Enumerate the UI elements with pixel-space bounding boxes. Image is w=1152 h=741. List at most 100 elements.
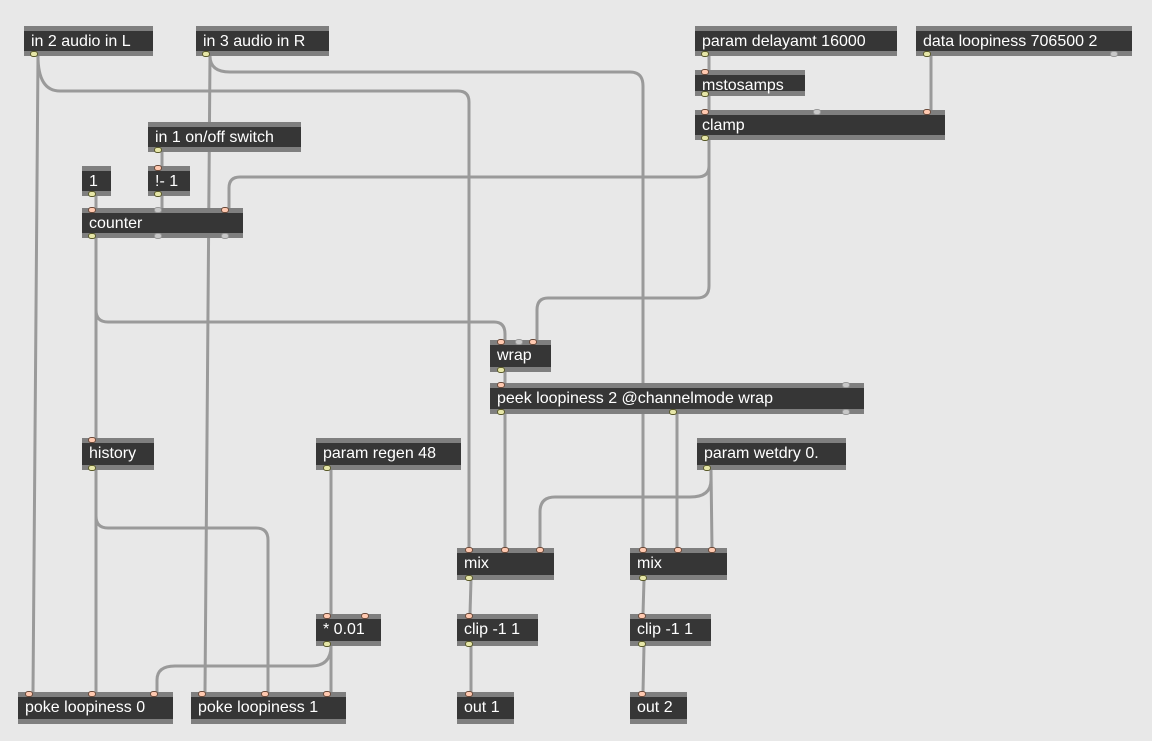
inlet-port[interactable] xyxy=(529,339,537,345)
cord-wetdry-to-mix1[interactable] xyxy=(538,468,713,550)
object-label: counter xyxy=(89,215,143,232)
constant-1[interactable]: 1 xyxy=(82,166,111,197)
data-loopiness[interactable]: data loopiness 706500 2 xyxy=(916,26,1132,57)
inlet-port[interactable] xyxy=(674,547,682,553)
outlet-port[interactable] xyxy=(30,51,38,57)
clip-right[interactable]: clip -1 1 xyxy=(630,613,711,647)
outlet-port[interactable] xyxy=(202,51,210,57)
outlet-port[interactable] xyxy=(639,575,647,581)
mstosamps-object[interactable]: mstosamps xyxy=(695,69,805,97)
outlet-port[interactable] xyxy=(638,641,646,647)
not-minus-1[interactable]: !- 1 xyxy=(148,165,190,197)
inlet-port[interactable] xyxy=(701,109,709,115)
inlet-port[interactable] xyxy=(221,207,229,213)
inlet-in3-audio-r[interactable]: in 3 audio in R xyxy=(196,26,329,57)
inlet-port[interactable] xyxy=(88,207,96,213)
inlet-port[interactable] xyxy=(638,613,646,619)
cord-in3-to-poke1[interactable] xyxy=(203,54,212,694)
inlet-in1-onoff-switch[interactable]: in 1 on/off switch xyxy=(148,122,301,153)
poke-loopiness-0[interactable]: poke loopiness 0 xyxy=(18,691,173,724)
outlet-port[interactable] xyxy=(154,233,162,239)
cord-counter-to-wrap[interactable] xyxy=(94,236,507,342)
inlet-port[interactable] xyxy=(88,691,96,697)
outlet-port[interactable] xyxy=(323,641,331,647)
outlet-port[interactable] xyxy=(701,91,709,97)
object-label: history xyxy=(89,445,137,462)
outlet-out-2[interactable]: out 2 xyxy=(630,691,687,724)
cord-times-to-poke0[interactable] xyxy=(155,644,333,694)
outlet-port[interactable] xyxy=(465,641,473,647)
object-top-border xyxy=(82,438,154,443)
mix-right[interactable]: mix xyxy=(630,547,727,581)
cord-wetdry-to-mix2[interactable] xyxy=(709,468,714,550)
cord-mix1-to-clip1[interactable] xyxy=(468,578,473,616)
cord-clip2-to-out2[interactable] xyxy=(641,644,646,694)
outlet-port[interactable] xyxy=(88,233,96,239)
cord-mix2-to-clip2[interactable] xyxy=(641,578,646,616)
counter-object[interactable]: counter xyxy=(82,207,243,239)
outlet-out-1[interactable]: out 1 xyxy=(457,691,514,724)
outlet-port[interactable] xyxy=(221,233,229,239)
outlet-port[interactable] xyxy=(669,409,677,415)
inlet-port[interactable] xyxy=(515,339,523,345)
inlet-port[interactable] xyxy=(497,339,505,345)
inlet-port[interactable] xyxy=(813,109,821,115)
inlet-port[interactable] xyxy=(708,547,716,553)
outlet-port[interactable] xyxy=(497,367,505,373)
inlet-port[interactable] xyxy=(701,69,709,75)
inlet-port[interactable] xyxy=(501,547,509,553)
cord-in3-to-mix2[interactable] xyxy=(208,54,645,550)
inlet-port[interactable] xyxy=(323,691,331,697)
outlet-port[interactable] xyxy=(923,51,931,57)
poke-loopiness-1[interactable]: poke loopiness 1 xyxy=(191,691,346,724)
outlet-port[interactable] xyxy=(1110,51,1118,57)
outlet-port[interactable] xyxy=(88,465,96,471)
outlet-port[interactable] xyxy=(701,51,709,57)
outlet-port[interactable] xyxy=(154,191,162,197)
clip-left[interactable]: clip -1 1 xyxy=(457,613,538,647)
inlet-port[interactable] xyxy=(361,613,369,619)
outlet-port[interactable] xyxy=(88,191,96,197)
inlet-port[interactable] xyxy=(497,382,505,388)
cord-history-to-poke1[interactable] xyxy=(94,468,270,694)
multiply-0-01[interactable]: * 0.01 xyxy=(316,613,381,647)
inlet-port[interactable] xyxy=(842,382,850,388)
mix-left[interactable]: mix xyxy=(457,547,554,581)
param-wetdry[interactable]: param wetdry 0. xyxy=(697,438,846,471)
outlet-port[interactable] xyxy=(701,135,709,141)
inlet-port[interactable] xyxy=(465,691,473,697)
outlet-port[interactable] xyxy=(154,147,162,153)
param-delayamt[interactable]: param delayamt 16000 xyxy=(695,26,897,57)
clamp-object[interactable]: clamp xyxy=(695,109,945,141)
peek-loopiness[interactable]: peek loopiness 2 @channelmode wrap xyxy=(490,382,864,415)
outlet-port[interactable] xyxy=(465,575,473,581)
inlet-port[interactable] xyxy=(261,691,269,697)
inlet-port[interactable] xyxy=(198,691,206,697)
inlet-port[interactable] xyxy=(323,613,331,619)
inlet-port[interactable] xyxy=(639,547,647,553)
inlet-port[interactable] xyxy=(25,691,33,697)
cord-clamp-to-wrap[interactable] xyxy=(535,138,711,342)
cord-in2-to-poke0[interactable] xyxy=(31,54,40,694)
inlet-port[interactable] xyxy=(150,691,158,697)
object-top-border xyxy=(490,383,864,388)
history-object[interactable]: history xyxy=(82,437,154,471)
wrap-object[interactable]: wrap xyxy=(490,339,551,373)
outlet-port[interactable] xyxy=(703,465,711,471)
cord-in2-to-mix1[interactable] xyxy=(36,54,471,550)
outlet-port[interactable] xyxy=(497,409,505,415)
inlet-port[interactable] xyxy=(154,207,162,213)
inlet-port[interactable] xyxy=(923,109,931,115)
outlet-port[interactable] xyxy=(842,409,850,415)
inlet-in2-audio-l[interactable]: in 2 audio in L xyxy=(24,26,153,57)
inlet-port[interactable] xyxy=(154,165,162,171)
outlet-port[interactable] xyxy=(323,465,331,471)
inlet-port[interactable] xyxy=(465,547,473,553)
param-regen[interactable]: param regen 48 xyxy=(316,438,461,471)
inlet-port[interactable] xyxy=(88,437,96,443)
inlet-port[interactable] xyxy=(536,547,544,553)
inlet-port[interactable] xyxy=(465,613,473,619)
inlet-port[interactable] xyxy=(638,691,646,697)
object-top-border xyxy=(695,70,805,75)
